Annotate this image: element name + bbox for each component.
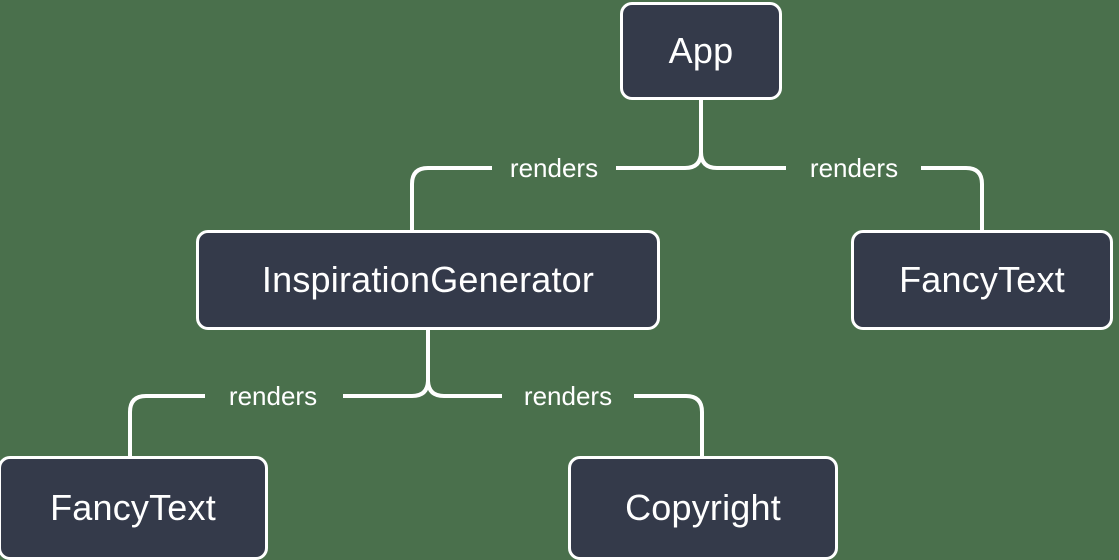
edge-app-to-fancytext-right [921, 166, 984, 232]
edge-label-inspirationgenerator-to-fancytext: renders [228, 381, 318, 411]
node-inspiration-generator[interactable]: InspirationGenerator [196, 230, 660, 330]
node-copyright[interactable]: Copyright [568, 456, 838, 560]
node-fancytext-bottom-left-label: FancyText [50, 487, 216, 528]
node-app[interactable]: App [620, 2, 782, 100]
edge-inspirationgenerator-split-left [343, 379, 430, 398]
edge-inspirationgenerator-to-copyright [634, 394, 704, 458]
edge-label-app-to-fancytext-right: renders [809, 153, 899, 183]
edge-label-inspirationgenerator-to-copyright: renders [523, 381, 613, 411]
edge-label-app-to-inspirationgenerator: renders [509, 153, 599, 183]
edge-inspirationgenerator-split-right [426, 379, 502, 398]
node-app-label: App [668, 30, 734, 71]
node-inspiration-generator-label: InspirationGenerator [261, 259, 595, 300]
node-copyright-label: Copyright [625, 487, 781, 528]
edge-app-split-right [699, 151, 786, 170]
edge-inspirationgenerator-to-fancytext [128, 394, 205, 458]
edge-app-split-left [616, 151, 703, 170]
node-fancytext-right-label: FancyText [899, 259, 1065, 300]
node-fancytext-right[interactable]: FancyText [851, 230, 1113, 330]
edge-app-to-inspirationgenerator [410, 166, 492, 232]
node-fancytext-bottom-left[interactable]: FancyText [0, 456, 268, 560]
